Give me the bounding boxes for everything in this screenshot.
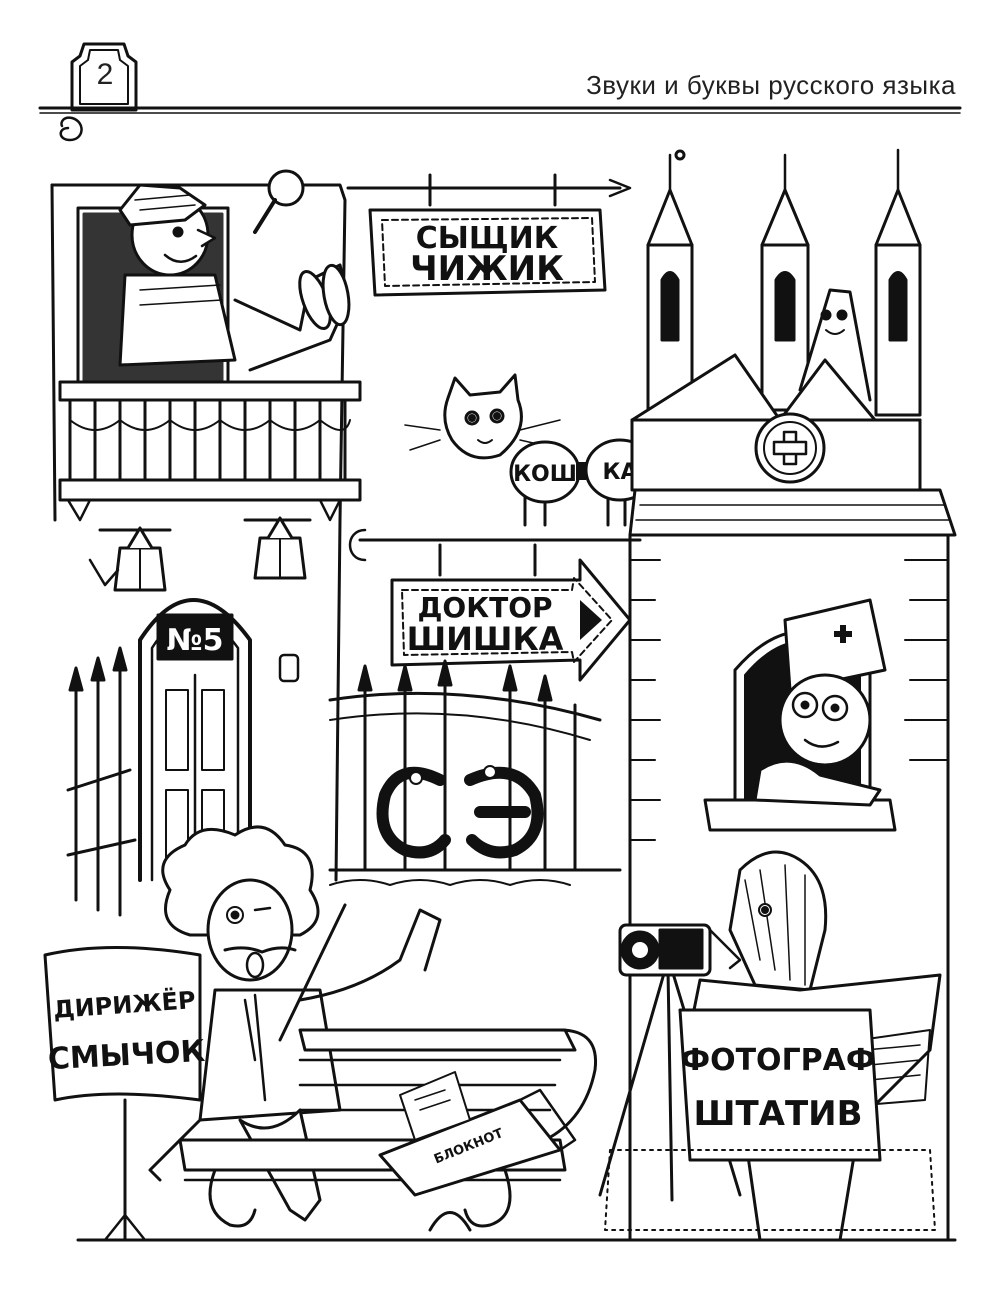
right-building <box>628 148 957 1242</box>
conductor-sign-line2: СМЫЧОК <box>47 1034 206 1077</box>
doctor-sign-line2: ШИШКА <box>407 620 564 658</box>
tiled-roof <box>628 488 957 537</box>
medical-cross-emblem <box>754 412 826 484</box>
page-number-plaque <box>70 42 138 112</box>
doctor-sign <box>348 528 642 682</box>
detective-sign <box>346 173 632 297</box>
photographer-sign-line2: ШТАТИВ <box>693 1094 862 1134</box>
tower-left <box>646 149 694 417</box>
ornament-swirl <box>59 116 83 142</box>
left-building <box>50 169 362 917</box>
conductor-figure <box>148 825 442 1222</box>
detective-sign-line2: ЧИЖИК <box>410 249 564 289</box>
doctor-sign-line1: ДОКТОР <box>417 591 552 624</box>
street-lantern-left <box>88 526 172 592</box>
left-fence <box>66 646 137 917</box>
center-fence <box>328 659 622 886</box>
door-number: №5 <box>167 623 224 658</box>
page-number: 2 <box>96 58 114 91</box>
page-title: Звуки и буквы русского языка <box>586 70 956 100</box>
street-lantern-right <box>243 516 312 580</box>
camera <box>618 923 712 977</box>
tower-right <box>874 148 922 417</box>
photographer-sign-line1: ФОТОГРАФ <box>680 1043 875 1078</box>
detective-sign-line1: СЫЩИК <box>416 221 559 256</box>
cat-syllable-1: КОШ <box>513 462 577 487</box>
letter-characters-s-e <box>376 765 544 859</box>
detective-figure <box>118 169 351 372</box>
tower-middle <box>760 153 810 412</box>
balcony <box>58 380 362 522</box>
notebook <box>378 1071 577 1197</box>
conductor-sign <box>43 946 202 1242</box>
doctor-figure <box>753 598 887 807</box>
photographer-sign <box>604 1008 936 1231</box>
